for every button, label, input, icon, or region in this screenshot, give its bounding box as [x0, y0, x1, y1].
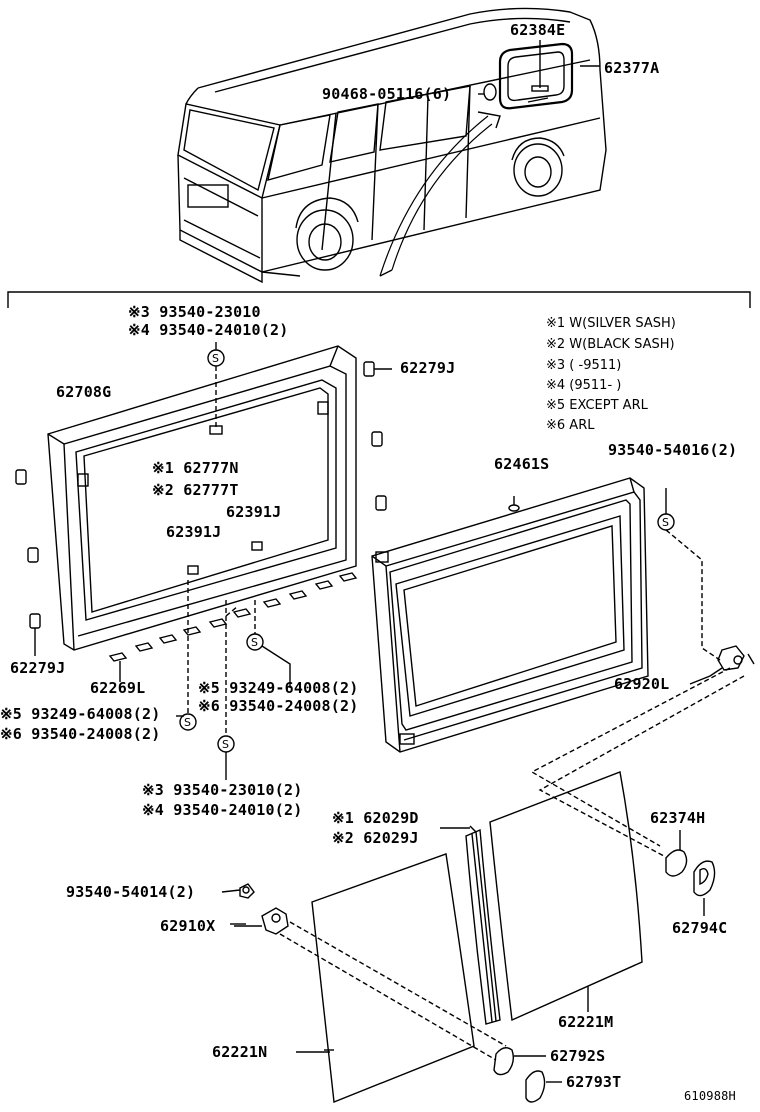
- screw-symbol-1: S: [212, 352, 219, 365]
- label-62910x: 62910X: [160, 917, 216, 935]
- screw-symbols-left: [176, 342, 291, 780]
- label-62794c: 62794C: [672, 919, 728, 937]
- label-62279j-bottom: 62279J: [10, 659, 66, 677]
- label-62708g: 62708G: [56, 383, 112, 401]
- label-90468-05116: 90468-05116(6): [322, 85, 452, 103]
- label-93249-64008-right: ※5 93249-64008(2): [198, 679, 359, 697]
- label-62221m: 62221M: [558, 1013, 614, 1031]
- label-62792s: 62792S: [550, 1047, 606, 1065]
- section-bracket: [7, 291, 751, 308]
- frame-62708g: [47, 345, 357, 651]
- label-62279j-top: 62279J: [400, 359, 456, 377]
- label-93540-24008-left: ※6 93540-24008(2): [0, 725, 161, 743]
- screw-62920l: [530, 488, 755, 857]
- cap-62374h: [665, 830, 688, 877]
- note-3: ※3 ( -9511): [546, 358, 622, 373]
- note-1: ※1 W(SILVER SASH): [546, 316, 676, 331]
- label-62391j-b: 62391J: [166, 523, 222, 541]
- label-93540-24008-right: ※6 93540-24008(2): [198, 697, 359, 715]
- label-62793t: 62793T: [566, 1073, 622, 1091]
- screw-symbol-2: S: [251, 636, 258, 649]
- weatherstrip-62029: [465, 825, 501, 1025]
- screw-symbol-4: S: [222, 738, 229, 751]
- label-93540-54016: 93540-54016(2): [608, 441, 738, 459]
- label-62461s: 62461S: [494, 455, 550, 473]
- note-6: ※6 ARL: [546, 418, 595, 433]
- cap-62794c: [693, 860, 716, 916]
- glass-62221m: [489, 771, 643, 1022]
- label-62029d: ※1 62029D: [332, 809, 419, 827]
- diagram-id: 610988H: [684, 1089, 736, 1103]
- note-5: ※5 EXCEPT ARL: [546, 398, 648, 413]
- label-62029j: ※2 62029J: [332, 829, 419, 847]
- label-93540-54014: 93540-54014(2): [66, 883, 196, 901]
- van-illustration: [177, 7, 607, 284]
- seal-pads-62269l: [108, 572, 358, 676]
- cap-62792s: [493, 1047, 546, 1076]
- frame-62461s: [371, 477, 649, 753]
- cap-62793t: [525, 1070, 562, 1103]
- screw-symbol-5: S: [662, 516, 669, 529]
- label-93540-24010-top: ※4 93540-24010(2): [128, 321, 289, 339]
- clips-62279j: [15, 361, 392, 656]
- glass-62221n: [311, 853, 475, 1103]
- label-93540-23010-bottom: ※3 93540-23010(2): [142, 781, 303, 799]
- note-2: ※2 W(BLACK SASH): [546, 337, 675, 352]
- label-62391j-a: 62391J: [226, 503, 282, 521]
- label-93540-24010-bottom: ※4 93540-24010(2): [142, 801, 303, 819]
- leader-lines: [119, 676, 470, 1053]
- label-62377a: 62377A: [604, 59, 660, 77]
- screw-62910x: [221, 883, 507, 1061]
- label-93249-64008-left: ※5 93249-64008(2): [0, 705, 161, 723]
- label-93540-23010-top: ※3 93540-23010: [128, 303, 261, 321]
- label-62374h: 62374H: [650, 809, 706, 827]
- label-62269l: 62269L: [90, 679, 146, 697]
- screw-symbol-3: S: [184, 716, 191, 729]
- label-62920l: 62920L: [614, 675, 670, 693]
- label-62777n: ※1 62777N: [152, 459, 239, 477]
- label-62221n: 62221N: [212, 1043, 268, 1061]
- label-62384e: 62384E: [510, 21, 566, 39]
- note-4: ※4 (9511- ): [546, 378, 622, 393]
- label-62777t: ※2 62777T: [152, 481, 239, 499]
